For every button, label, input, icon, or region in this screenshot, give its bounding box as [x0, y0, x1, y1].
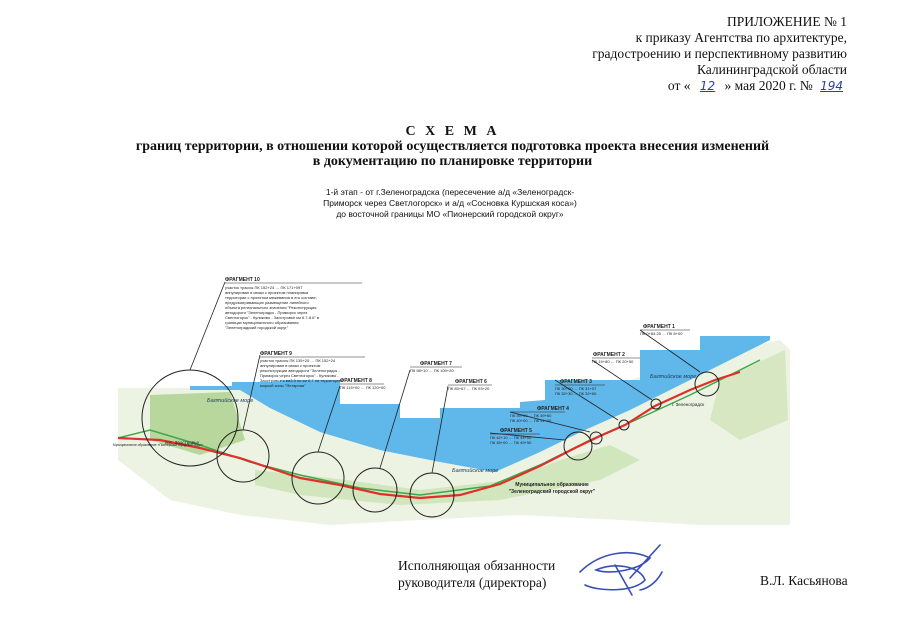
svg-text:ПК 83+67 … ПК 93+20: ПК 83+67 … ПК 93+20 [448, 386, 490, 391]
svg-text:реконструкции автодороги "Зеле: реконструкции автодороги "Зеленоградск - [260, 368, 340, 373]
subtitle-line-1: 1-й этап - от г.Зеленоградска (пересечен… [325, 187, 575, 197]
fragment-5-callout: ФРАГМЕНТ 5 ПК 42+10 … ПК 44+00 ПК 45+00 … [490, 428, 540, 445]
svg-text:автодороги "Зеленоградск - При: автодороги "Зеленоградск - Приморск чере… [225, 310, 308, 315]
route-line [117, 370, 741, 500]
municipality-name: "Зеленоградский городской округ" [509, 488, 596, 495]
date-prefix: от « [667, 78, 691, 93]
sea-label: Балтийское море [650, 373, 696, 380]
date-day: 12 [699, 79, 716, 93]
svg-text:ПК 32+30 … ПК 32+60: ПК 32+30 … ПК 32+60 [555, 391, 597, 396]
svg-text:ПК 40+00 … ПК 41+00: ПК 40+00 … ПК 41+00 [510, 418, 552, 423]
appendix-agency-line: градостроению и перспективному развитию [592, 46, 847, 61]
appendix-header: ПРИЛОЖЕНИЕ № 1 к приказу Агентства по ар… [547, 14, 847, 94]
fragment-7-circle [352, 467, 398, 513]
title-line-2: границ территории, в отношении которой о… [135, 139, 770, 154]
sea-area [190, 336, 770, 472]
svg-text:ФРАГМЕНТ 5: ФРАГМЕНТ 5 [500, 428, 532, 434]
fragment-4-callout: ФРАГМЕНТ 4 ПК 39+00 … ПК 39+60 ПК 40+00 … [510, 406, 569, 423]
fragment-5-circle [563, 431, 593, 461]
signatory-role-line-2: руководителя (директора) [398, 575, 547, 590]
svg-text:Приморск через Светлогорск" -: Приморск через Светлогорск" - Куликово - [260, 373, 339, 378]
signatory-name: В.Л. Касьянова [760, 573, 848, 588]
svg-text:Светлогорск" - Куликово - Заос: Светлогорск" - Куликово - Заостровье км … [225, 315, 319, 320]
svg-text:ПК 30+00 … ПК 31+07: ПК 30+00 … ПК 31+07 [555, 386, 597, 391]
title-scheme: С Х Е М А [405, 124, 500, 139]
municipality-label: Муниципальное образование [515, 481, 589, 488]
signatory-role: Исполняющая обязанности руководителя (ди… [398, 557, 555, 591]
fragment-7-callout: ФРАГМЕНТ 7 ПК 98+10 … ПК 109+20 [410, 361, 462, 373]
svg-text:границах муниципального образо: границах муниципального образования [225, 320, 299, 325]
date-middle: » мая 2020 г. № [724, 78, 813, 93]
fragment-4-circle [589, 431, 603, 445]
signatory-role-line-1: Исполняющая обязанности [398, 558, 556, 573]
fragment-3-circle [618, 419, 630, 431]
sea-label: Балтийское море [207, 397, 253, 404]
town-label: г. Зеленоградск [672, 402, 704, 407]
svg-text:"Зеленоградский городской окру: "Зеленоградский городской округ" [225, 325, 289, 330]
svg-text:предусматривающих размещение л: предусматривающих размещение линейного [225, 300, 309, 305]
svg-text:аннулирован в связи с проектом: аннулирован в связи с проектом [260, 363, 321, 368]
svg-text:территории с проектом межевани: территории с проектом межевания в его со… [225, 295, 317, 300]
svg-text:ФРАГМЕНТ 8: ФРАГМЕНТ 8 [340, 378, 372, 384]
svg-text:ФРАГМЕНТ 1: ФРАГМЕНТ 1 [643, 324, 675, 330]
appendix-date-line: от « 12 » мая 2020 г. № 194 [547, 78, 847, 94]
fragment-1-callout: ФРАГМЕНТ 1 ПК 0+84.25 … ПК 8+00 [640, 324, 690, 336]
document-subtitle: 1-й этап - от г.Зеленоградска (пересечен… [240, 187, 660, 220]
fragment-8-callout: ФРАГМЕНТ 8 ПК 115+00 … ПК 120+00 [340, 378, 386, 390]
sea-label: Балтийское море [452, 467, 498, 474]
svg-text:ПК 98+10 … ПК 109+20: ПК 98+10 … ПК 109+20 [410, 368, 454, 373]
svg-text:аннулирован в связи с проектом: аннулирован в связи с проектом планировк… [225, 290, 308, 295]
svg-text:ПК 39+00 … ПК 39+60: ПК 39+00 … ПК 39+60 [510, 413, 552, 418]
leader-lines [189, 281, 701, 474]
svg-text:участок трассы ПК 135+20 … ПК: участок трассы ПК 135+20 … ПК 152+24 [260, 358, 336, 363]
svg-text:ФРАГМЕНТ 2: ФРАГМЕНТ 2 [593, 352, 625, 358]
subtitle-line-3: до восточной границы МО «Пионерский горо… [336, 209, 564, 219]
svg-text:участок трассы ПК 152+24 … ПК: участок трассы ПК 152+24 … ПК 171+097 [225, 285, 303, 290]
subtitle-line-2: Приморск через Светлогорск» и а/д «Сосно… [323, 198, 577, 208]
svg-text:ПК 19+80 … ПК 20+50: ПК 19+80 … ПК 20+50 [592, 359, 634, 364]
svg-text:ПК 45+00 … ПК 49+50: ПК 45+00 … ПК 49+50 [490, 440, 532, 445]
svg-text:ФРАГМЕНТ 3: ФРАГМЕНТ 3 [560, 379, 592, 385]
svg-text:ПК 115+00 … ПК 120+00: ПК 115+00 … ПК 120+00 [340, 385, 386, 390]
svg-text:ФРАГМЕНТ 10: ФРАГМЕНТ 10 [225, 277, 260, 283]
svg-text:ПК 0+84.25 … ПК 8+00: ПК 0+84.25 … ПК 8+00 [640, 331, 683, 336]
svg-text:ФРАГМЕНТ 4: ФРАГМЕНТ 4 [537, 406, 569, 412]
order-number: 194 [820, 79, 843, 93]
svg-text:ФРАГМЕНТ 6: ФРАГМЕНТ 6 [455, 379, 487, 385]
svg-text:объекта регионального значения: объекта регионального значения "Реконстр… [225, 305, 316, 310]
fragment-2-callout: ФРАГМЕНТ 2 ПК 19+80 … ПК 20+50 [592, 352, 640, 364]
fragment-3-callout: ФРАГМЕНТ 3 ПК 30+00 … ПК 31+07 ПК 32+30 … [555, 379, 605, 396]
document-title: С Х Е М А границ территории, в отношении… [0, 124, 905, 169]
appendix-region-line: Калининградской области [696, 62, 847, 77]
appendix-order-line: к приказу Агентства по архитектуре, [635, 30, 847, 45]
svg-text:Заостровье с км3.5 по км 6.7 н: Заостровье с км3.5 по км 6.7 на территор… [260, 378, 342, 383]
town-label: пос. Заостровье [165, 440, 199, 445]
forest-patch [710, 350, 788, 440]
fragment-6-callout: ФРАГМЕНТ 6 ПК 83+67 … ПК 93+20 [448, 379, 492, 391]
signature-scribble [579, 544, 663, 596]
forest-patch [255, 445, 640, 505]
svg-text:ФРАГМЕНТ 7: ФРАГМЕНТ 7 [420, 361, 452, 367]
left-municipality-note: Муниципальное образование «Пионерский го… [113, 443, 203, 447]
svg-text:моркой зоны "Янтарная": моркой зоны "Янтарная" [260, 383, 306, 388]
svg-text:ФРАГМЕНТ 9: ФРАГМЕНТ 9 [260, 351, 292, 357]
svg-text:ПК 42+10 … ПК 44+00: ПК 42+10 … ПК 44+00 [490, 435, 532, 440]
fragment-9-callout: ФРАГМЕНТ 9 участок трассы ПК 135+20 … ПК… [260, 351, 365, 388]
forest-patch [150, 392, 245, 455]
fragment-2-circle [650, 398, 662, 410]
title-line-3: в документацию по планировке территории [312, 154, 593, 169]
appendix-title: ПРИЛОЖЕНИЕ № 1 [726, 14, 847, 29]
fragment-10-callout: ФРАГМЕНТ 10 участок трассы ПК 152+24 … П… [225, 277, 362, 330]
fragment-1-circle [694, 371, 720, 397]
territory-boundary [117, 359, 761, 496]
